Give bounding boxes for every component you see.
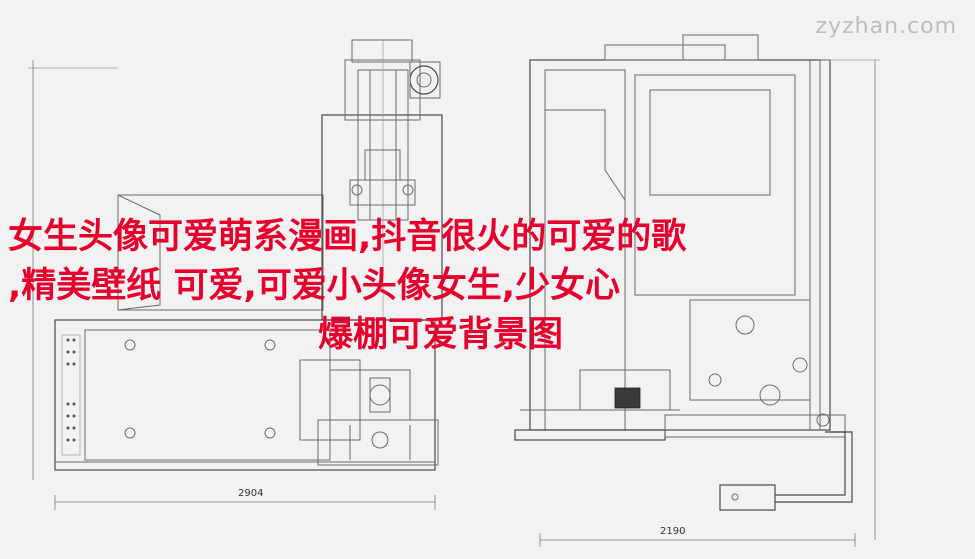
headline-line-3: 爆棚可爱背景图	[318, 315, 564, 355]
headline-line-2: ,精美壁纸 可爱,可爱小头像女生,少女心	[8, 266, 621, 306]
watermark: zyzhan.com	[815, 14, 957, 39]
dimension-right-width: 2190	[660, 526, 685, 537]
right-machine-view	[514, 34, 880, 547]
dimension-left-width: 2904	[238, 488, 263, 499]
headline-line-1: 女生头像可爱萌系漫画,抖音很火的可爱的歌	[8, 217, 687, 257]
left-machine-view	[28, 39, 443, 510]
